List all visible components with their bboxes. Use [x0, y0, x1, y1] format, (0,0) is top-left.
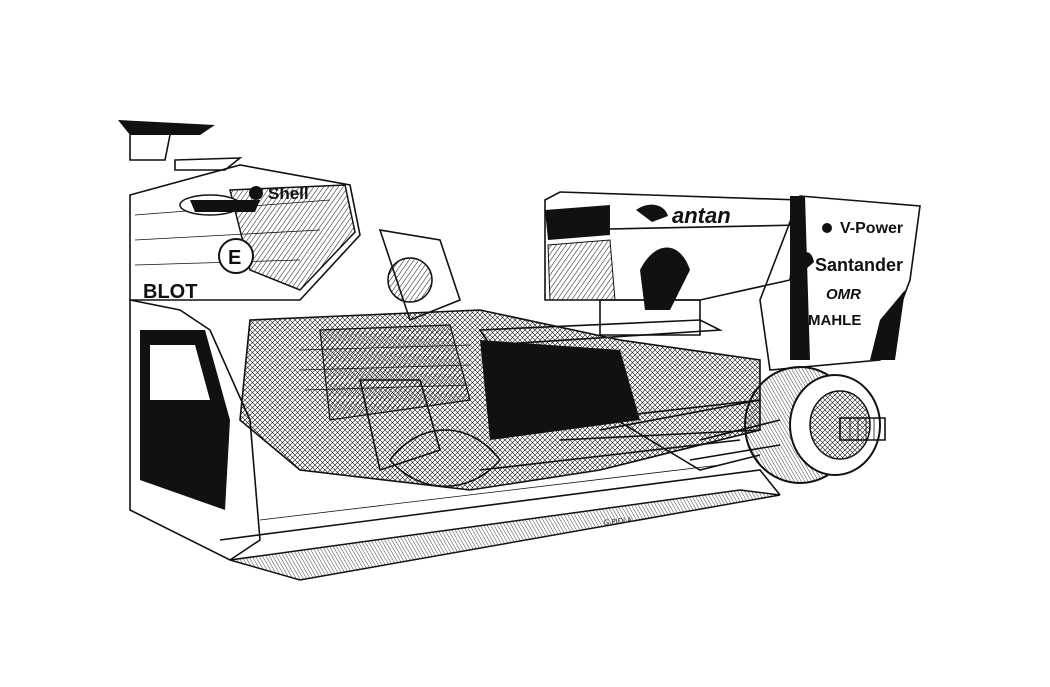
rear-wheel-hub [599, 366, 886, 484]
shell-logo: Shell [249, 184, 309, 203]
svg-text:G.PIOLA: G.PIOLA [603, 516, 632, 527]
floor-diffuser [219, 464, 781, 581]
svg-text:OMR: OMR [826, 286, 861, 303]
suspension-arms [479, 399, 761, 471]
t-wing [118, 120, 243, 171]
engine-gearbox-mechanicals [239, 228, 761, 491]
svg-text:antan: antan [672, 203, 731, 228]
svg-text:MAHLE: MAHLE [808, 312, 861, 329]
rear-wing: antan [544, 191, 801, 336]
svg-text:Santander: Santander [815, 255, 903, 275]
engine-cover [129, 164, 361, 561]
svg-text:BLOT: BLOT [143, 281, 197, 303]
blot-logo: BLOT [143, 281, 197, 303]
svg-text:Shell: Shell [268, 184, 309, 203]
artist-signature: G.PIOLA [603, 516, 632, 527]
svg-text:V-Power: V-Power [840, 220, 903, 237]
rear-wing-endplate: V-Power Santander OMR MAHLE [759, 195, 921, 371]
svg-text:E: E [228, 247, 241, 269]
mirror-pod [179, 194, 260, 216]
e-badge: E [218, 238, 254, 274]
